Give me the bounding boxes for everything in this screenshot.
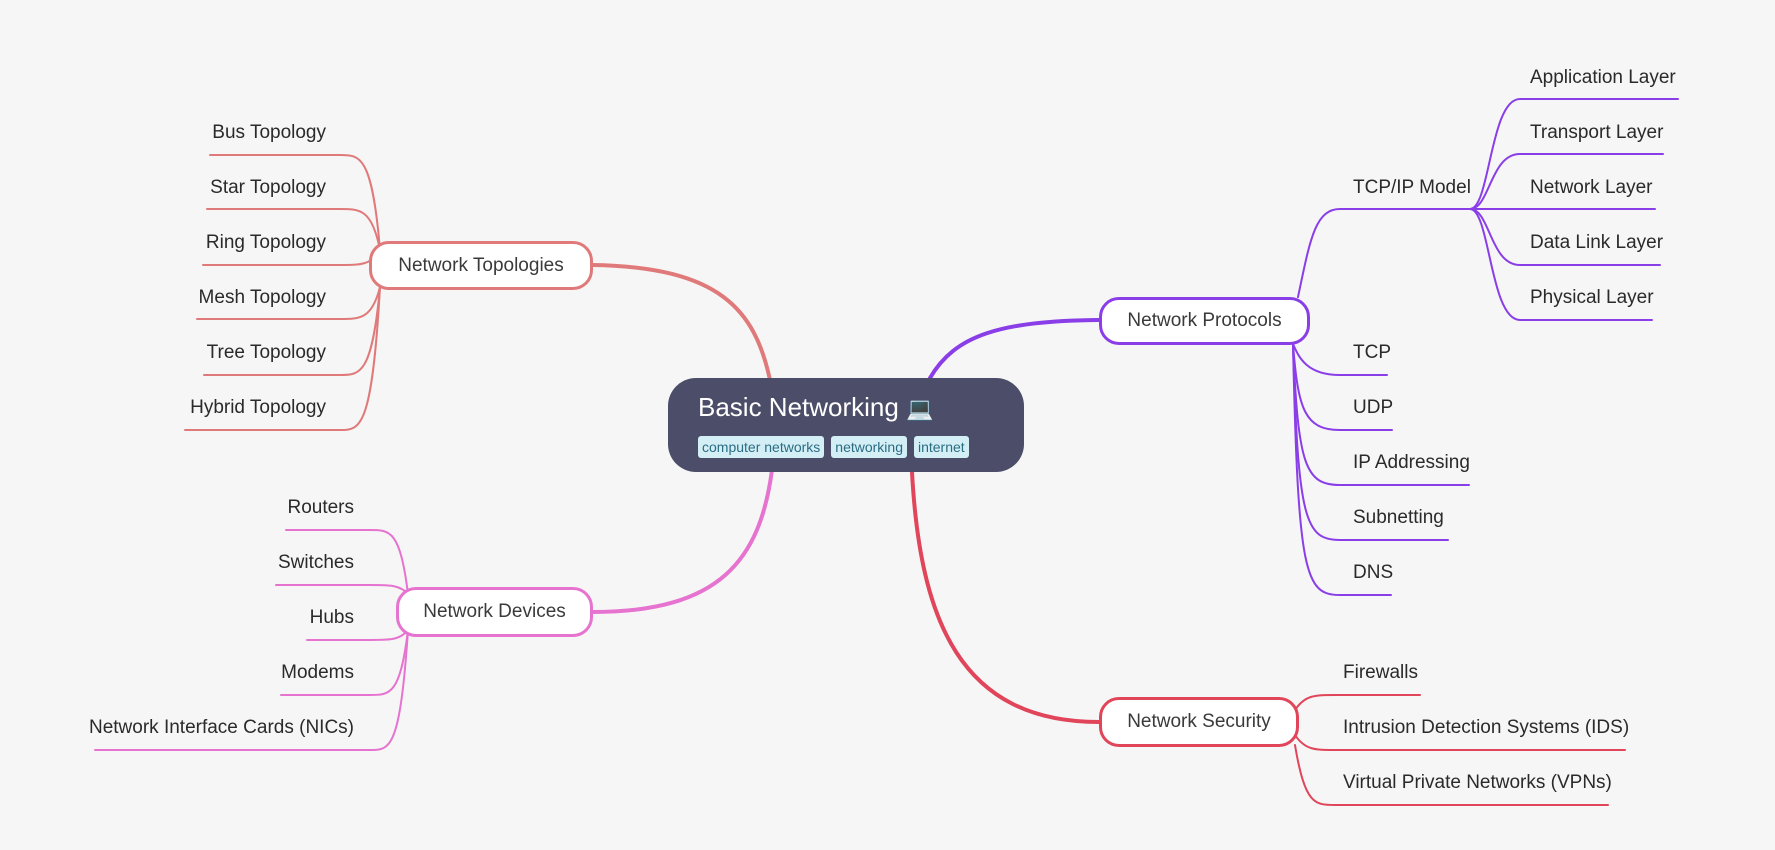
connector-device-leaf <box>94 629 409 751</box>
leaf-application-layer[interactable]: Application Layer <box>1530 67 1676 88</box>
leaf-tcp[interactable]: TCP <box>1353 342 1391 363</box>
leaf-tree-topology[interactable]: Tree Topology <box>206 342 326 363</box>
connector-security-leaf <box>1294 694 1421 711</box>
leaf-data-link-layer[interactable]: Data Link Layer <box>1530 232 1664 253</box>
connector-topology-leaf <box>206 208 381 251</box>
leaf-star-topology[interactable]: Star Topology <box>210 177 326 198</box>
tag-networking[interactable]: networking <box>831 436 907 458</box>
leaf-subnetting[interactable]: Subnetting <box>1353 507 1444 528</box>
branch-network-protocols[interactable]: Network Protocols <box>1099 297 1310 345</box>
leaf-network-layer[interactable]: Network Layer <box>1530 177 1653 198</box>
leaf-hybrid-topology[interactable]: Hybrid Topology <box>190 397 326 418</box>
leaf-vpns[interactable]: Virtual Private Networks (VPNs) <box>1343 772 1612 793</box>
connector-security-leaf <box>1294 744 1609 806</box>
leaf-routers[interactable]: Routers <box>287 497 354 518</box>
connector-topology-leaf <box>209 154 381 251</box>
leaf-firewalls[interactable]: Firewalls <box>1343 662 1418 683</box>
leaf-physical-layer[interactable]: Physical Layer <box>1530 287 1654 308</box>
root-title: Basic Networking 💻 <box>698 390 1024 426</box>
leaf-dns[interactable]: DNS <box>1353 562 1394 583</box>
connector-security-leaf <box>1294 734 1626 751</box>
leaf-nics[interactable]: Network Interface Cards (NICs) <box>88 717 354 738</box>
leaf-bus-topology[interactable]: Bus Topology <box>212 122 326 143</box>
connector-layer-leaf <box>1469 153 1664 210</box>
leaf-tcp-ip-model[interactable]: TCP/IP Model <box>1353 177 1471 198</box>
branch-network-devices[interactable]: Network Devices <box>396 587 593 637</box>
leaf-switches[interactable]: Switches <box>277 552 354 573</box>
leaf-mesh-topology[interactable]: Mesh Topology <box>198 287 326 308</box>
tag-computer-networks[interactable]: computer networks <box>698 436 825 458</box>
connector-root-devices <box>591 468 774 614</box>
connector-layer-leaf <box>1469 98 1679 210</box>
connector-topology-leaf <box>196 286 381 320</box>
leaf-modems[interactable]: Modems <box>281 662 354 683</box>
leaf-ids[interactable]: Intrusion Detection Systems (IDS) <box>1343 717 1630 738</box>
connector-protocol-leaf <box>1292 343 1392 596</box>
leaf-transport-layer[interactable]: Transport Layer <box>1530 122 1664 143</box>
branch-network-security[interactable]: Network Security <box>1099 697 1299 747</box>
root-title-text: Basic Networking <box>698 392 899 422</box>
root-tags: computer networks networking internet <box>698 436 1024 458</box>
root-node[interactable]: Basic Networking 💻 computer networks net… <box>668 378 1024 472</box>
connector-device-leaf <box>306 629 409 641</box>
leaf-ring-topology[interactable]: Ring Topology <box>205 232 326 253</box>
connector-tcpip <box>1297 208 1471 298</box>
tag-internet[interactable]: internet <box>913 436 969 458</box>
connector-device-leaf <box>285 529 409 595</box>
connector-protocol-leaf <box>1292 343 1393 431</box>
connector-topology-leaf <box>184 286 381 431</box>
leaf-hubs[interactable]: Hubs <box>309 607 354 628</box>
branch-network-topologies[interactable]: Network Topologies <box>369 241 593 290</box>
connector-root-protocols <box>928 318 1101 380</box>
connector-root-topologies <box>591 263 772 382</box>
connector-root-security <box>910 470 1101 724</box>
leaf-udp[interactable]: UDP <box>1353 397 1394 418</box>
connector-protocol-leaf <box>1292 343 1388 376</box>
connector-device-leaf <box>275 584 409 595</box>
leaf-ip-addressing[interactable]: IP Addressing <box>1353 452 1470 473</box>
laptop-icon: 💻 <box>906 396 934 421</box>
connector-layer-leaf <box>1469 208 1653 321</box>
connector-layer-leaf <box>1469 208 1661 266</box>
connector-device-leaf <box>280 629 409 696</box>
connector-topology-leaf <box>203 286 381 376</box>
